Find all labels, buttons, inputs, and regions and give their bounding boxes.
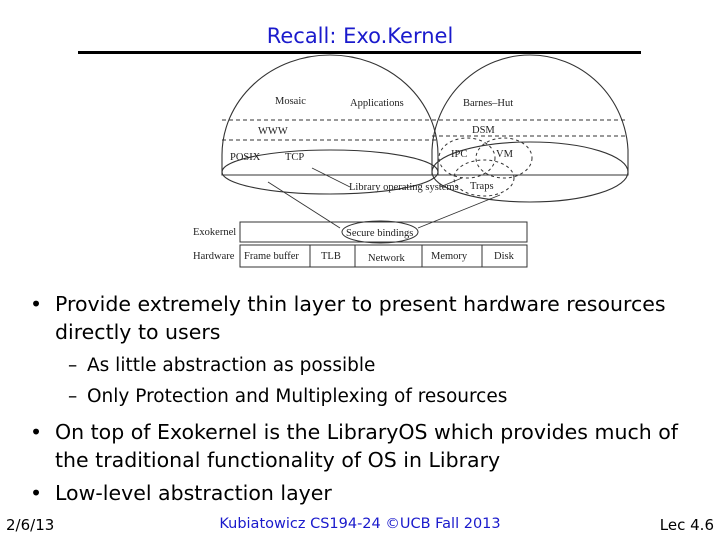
left-app-ellipse-bottom — [221, 149, 439, 195]
label-library-os: Library operating systems — [349, 182, 459, 193]
right-app-ellipse-bottom — [431, 141, 629, 203]
bullet-item: • Provide extremely thin layer to presen… — [30, 290, 700, 346]
exokernel-layer — [239, 221, 528, 243]
sub-bullet-text: As little abstraction as possible — [87, 355, 376, 376]
bullet-text: Provide extremely thin layer to present … — [55, 292, 666, 344]
label-posix: POSIX — [230, 152, 261, 163]
label-tlb: TLB — [321, 251, 341, 262]
label-mosaic: Mosaic — [275, 96, 306, 107]
secure-arrow-left — [267, 181, 341, 229]
sub-bullet-text: Only Protection and Multiplexing of reso… — [87, 386, 508, 407]
label-tcp: TCP — [285, 152, 304, 163]
exokernel-diagram: Mosaic WWW POSIX TCP Applications Librar… — [193, 54, 629, 268]
label-barnes-hut: Barnes–Hut — [463, 98, 513, 109]
label-exokernel: Exokernel — [193, 227, 236, 238]
secure-bindings-oval — [341, 220, 419, 244]
bullet-text: On top of Exokernel is the LibraryOS whi… — [55, 420, 678, 472]
title-rule — [78, 51, 641, 54]
sub-bullet-dash: – — [68, 386, 78, 407]
label-dsm: DSM — [472, 125, 495, 136]
label-vm: VM — [496, 149, 514, 160]
bullet-dot: • — [30, 420, 43, 444]
label-www: WWW — [258, 126, 288, 137]
bullet-text: Low-level abstraction layer — [55, 481, 332, 505]
label-network: Network — [368, 253, 405, 264]
sub-bullet-item: – Only Protection and Multiplexing of re… — [68, 385, 708, 409]
hardware-layer — [239, 244, 528, 268]
footer-slide-number: Lec 4.6 — [659, 516, 714, 534]
right-app-ellipse — [431, 54, 629, 176]
sub-bullet-dash: – — [68, 355, 78, 376]
bullet-item: • On top of Exokernel is the LibraryOS w… — [30, 418, 700, 474]
traps-oval — [453, 159, 515, 197]
ipc-oval — [438, 137, 496, 179]
label-disk: Disk — [494, 251, 515, 262]
sub-bullet-item: – As little abstraction as possible — [68, 354, 708, 378]
label-ipc: IPC — [451, 149, 467, 160]
libos-arrow-right — [439, 177, 463, 188]
bullet-dot: • — [30, 481, 43, 505]
secure-arrow-right — [417, 194, 501, 229]
label-memory: Memory — [431, 251, 468, 262]
footer-course: Kubiatowicz CS194-24 ©UCB Fall 2013 — [219, 516, 501, 532]
left-app-ellipse — [221, 54, 439, 176]
footer-date: 2/6/13 — [6, 516, 55, 534]
label-hardware: Hardware — [193, 251, 235, 262]
page-title: Recall: Exo.Kernel — [266, 24, 454, 48]
label-traps: Traps — [470, 181, 494, 192]
bullet-item: • Low-level abstraction layer — [30, 479, 700, 507]
vm-oval — [475, 137, 533, 179]
label-applications: Applications — [350, 98, 404, 109]
label-secure-bindings: Secure bindings — [346, 228, 413, 239]
label-frame-buffer: Frame buffer — [244, 251, 299, 262]
libos-arrow-left — [311, 167, 351, 188]
bullet-dot: • — [30, 292, 43, 316]
